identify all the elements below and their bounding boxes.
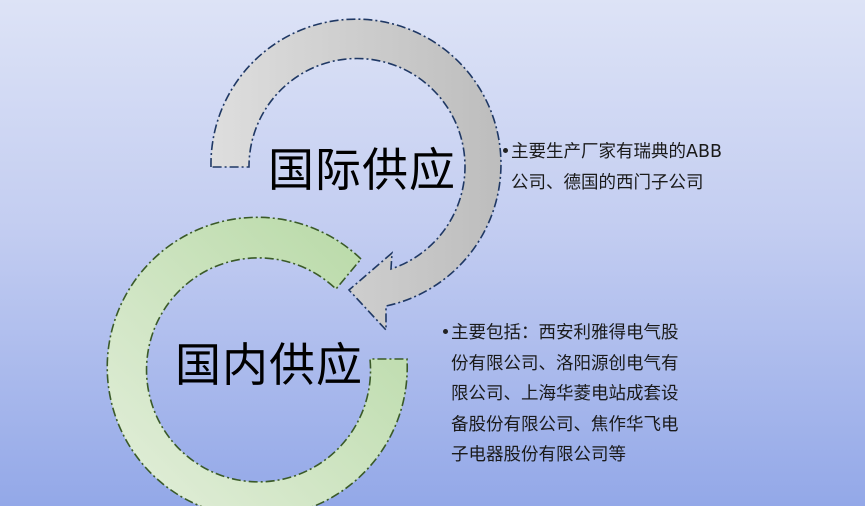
description-line: 限公司、上海华菱电站成套设 bbox=[451, 384, 679, 404]
bullet-icon bbox=[443, 328, 448, 334]
description-line: 子电器股份有限公司等 bbox=[451, 445, 626, 465]
domestic-supply-label: 国内供应 bbox=[175, 338, 363, 392]
description-line: 公司、德国的西门子公司 bbox=[511, 172, 704, 193]
international-supply-label: 国际供应 bbox=[268, 143, 456, 197]
domestic-cycle-arc bbox=[106, 216, 409, 506]
domestic-description: 主要包括：西安利雅得电气股 份有限公司、洛阳源创电气有 限公司、上海华菱电站成套… bbox=[443, 318, 679, 471]
description-line: 备股份有限公司、焦作华飞电 bbox=[451, 414, 679, 435]
international-description: 主要生产厂家有瑞典的ABB 公司、德国的西门子公司 bbox=[503, 137, 722, 198]
description-line: 主要包括：西安利雅得电气股 bbox=[451, 323, 679, 343]
bullet-icon bbox=[503, 147, 508, 153]
international-cycle-arrow bbox=[210, 18, 502, 333]
description-line: 主要生产厂家有瑞典的ABB bbox=[511, 142, 722, 162]
description-line: 份有限公司、洛阳源创电气有 bbox=[451, 353, 679, 374]
